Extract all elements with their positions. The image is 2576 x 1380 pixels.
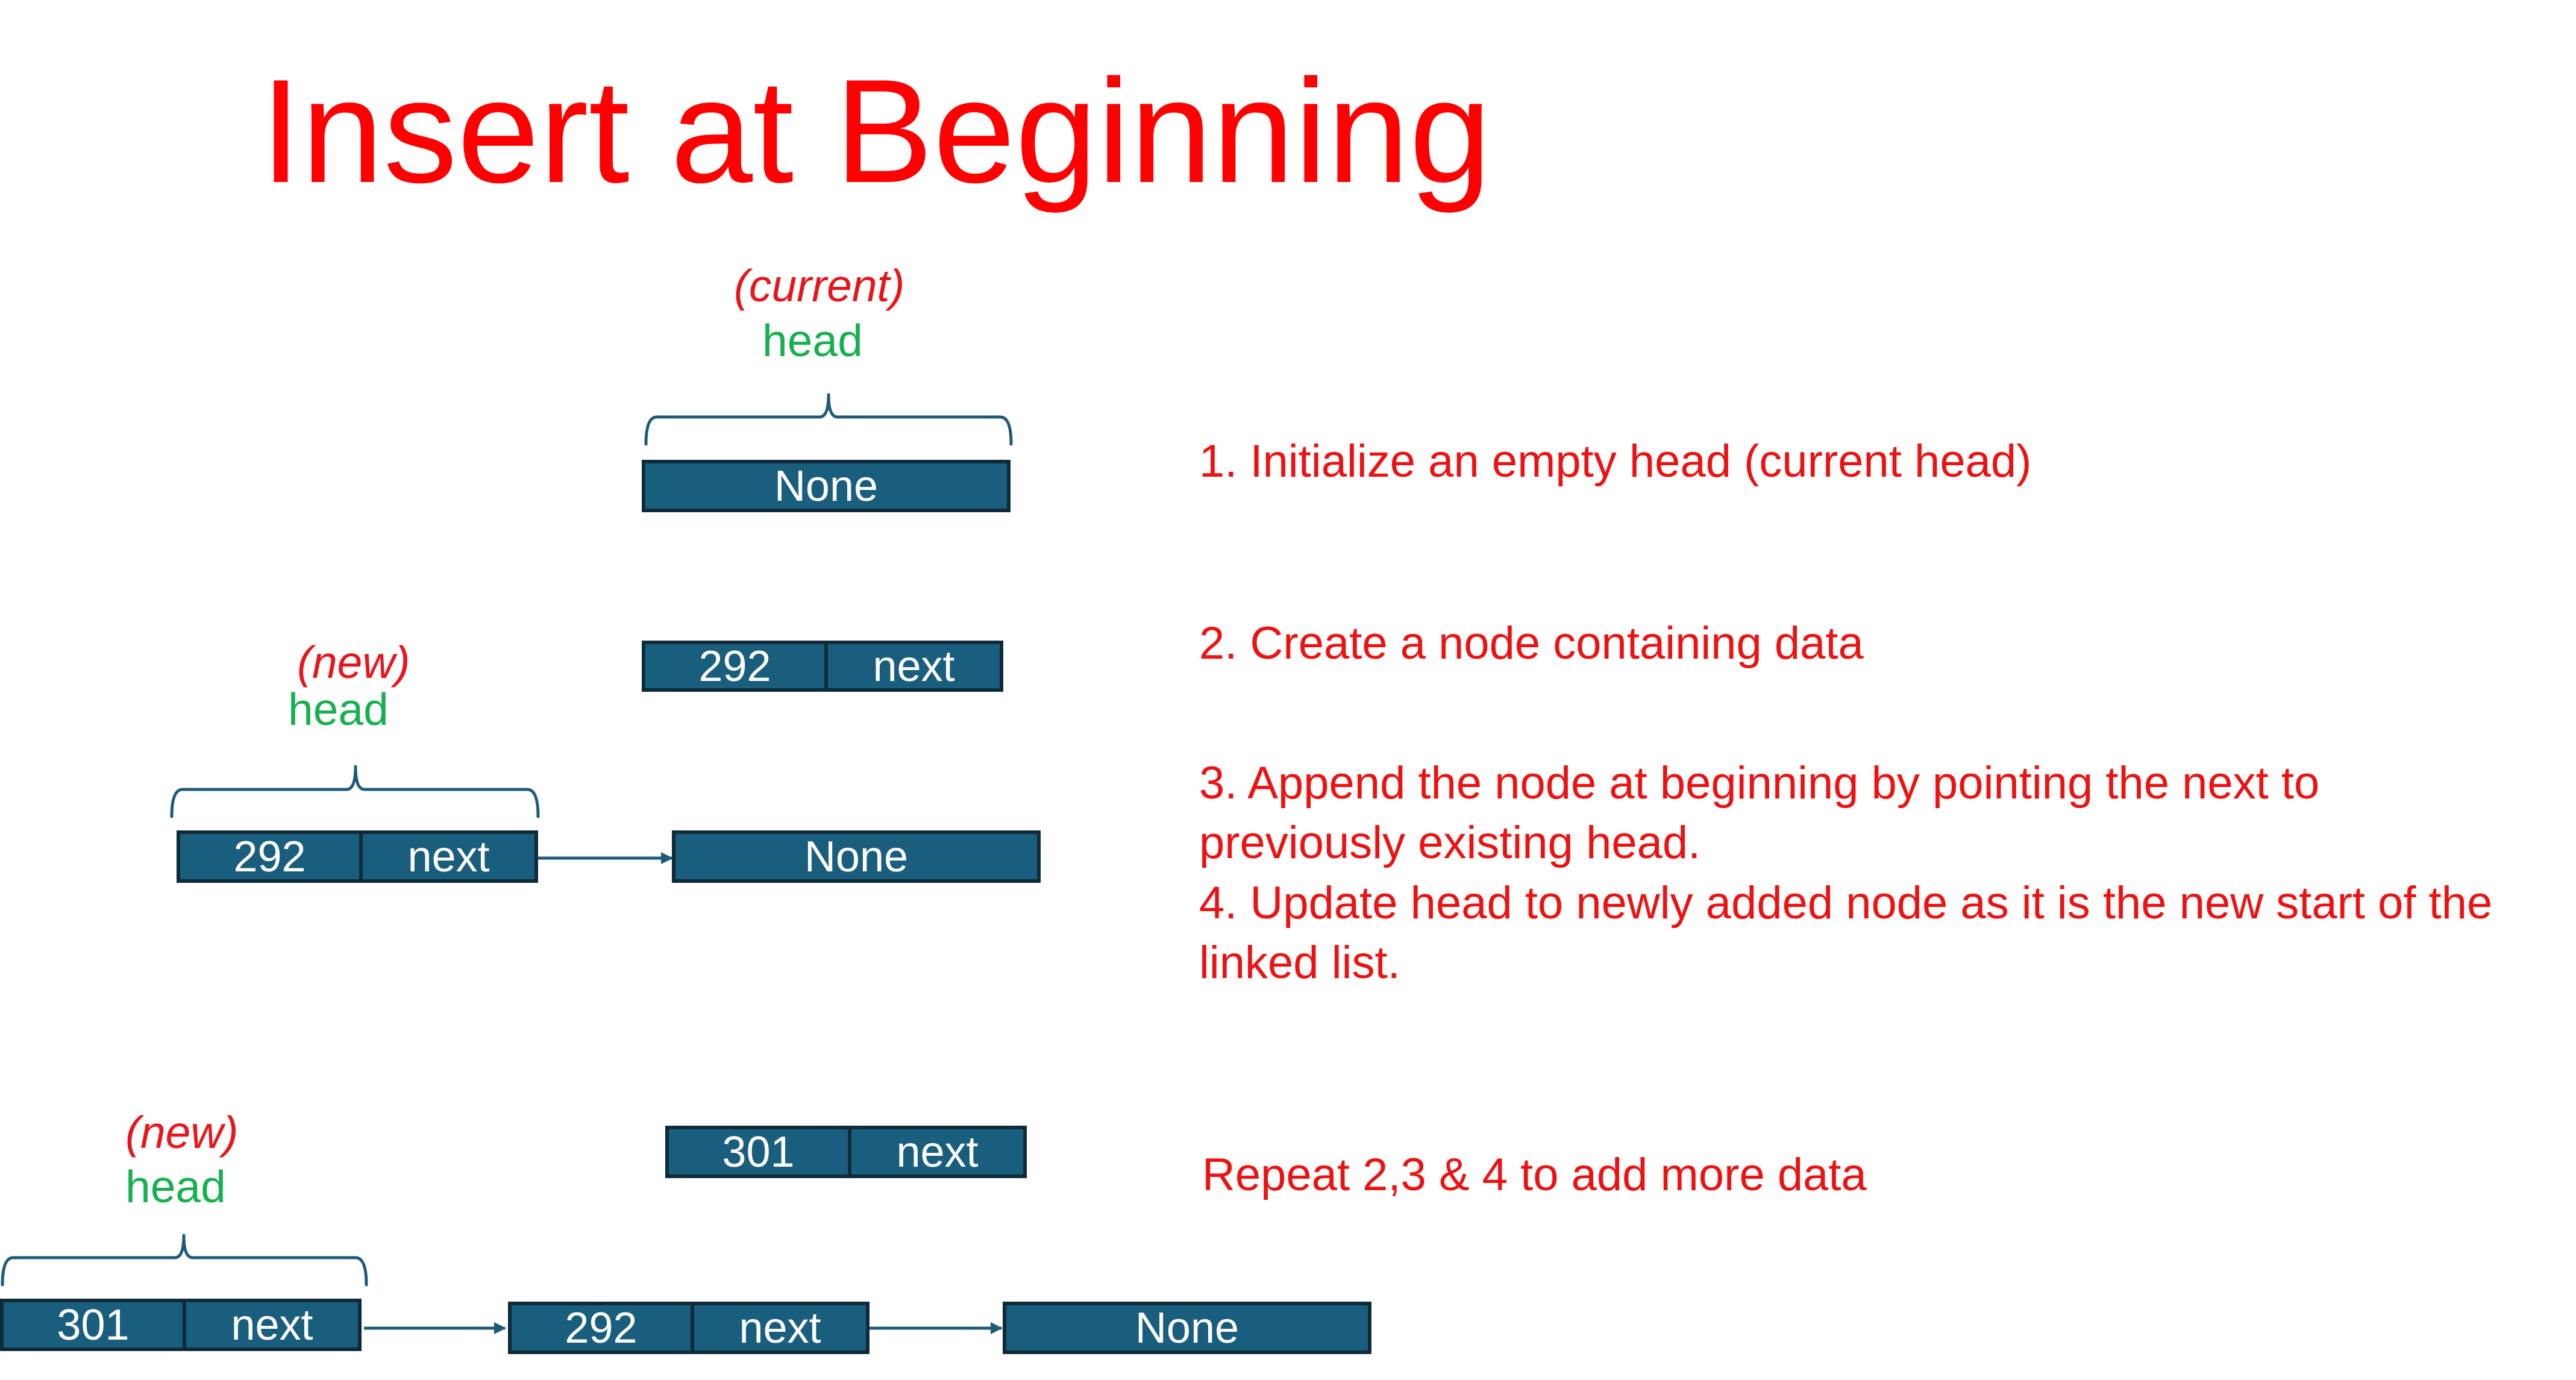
node-divider: [824, 644, 828, 688]
node-next-cell: next: [739, 1303, 821, 1352]
node-data-cell: 301: [722, 1128, 795, 1176]
none-node-2: None: [672, 830, 1041, 883]
node-divider: [359, 834, 363, 879]
none-value: None: [774, 462, 879, 510]
page-title: Insert at Beginning: [260, 48, 1492, 213]
none-value: None: [804, 832, 909, 881]
new-tag-label-1: (new): [297, 637, 410, 688]
new-tag-label-2: (new): [125, 1107, 239, 1158]
head-label-2: head: [288, 684, 389, 735]
none-value: None: [1135, 1303, 1239, 1352]
node-data-cell: 301: [57, 1300, 130, 1349]
step-2-text: 2. Create a node containing data: [1199, 618, 1864, 669]
step-3-line-2: previously existing head.: [1199, 817, 1701, 868]
current-tag-label: (current): [734, 260, 905, 311]
none-node-3: None: [1003, 1302, 1371, 1354]
node-data-cell: 292: [233, 832, 306, 881]
step-4-line-2: linked list.: [1199, 937, 1400, 988]
new-node-301: 301 next: [665, 1126, 1027, 1178]
head-label-3: head: [125, 1161, 226, 1212]
node-next-cell: next: [873, 642, 955, 691]
middle-node-292: 292 next: [508, 1302, 870, 1354]
head-brace-3: [1, 1234, 368, 1287]
repeat-text: Repeat 2,3 & 4 to add more data: [1202, 1149, 1867, 1200]
node-data-cell: 292: [698, 642, 771, 691]
step-3-line-1: 3. Append the node at beginning by point…: [1199, 757, 2320, 809]
empty-head-node: None: [642, 460, 1011, 512]
head-label-1: head: [762, 315, 863, 366]
head-brace-1: [644, 393, 1013, 446]
node-divider: [848, 1129, 851, 1175]
node-data-cell: 292: [565, 1303, 638, 1352]
step-1-text: 1. Initialize an empty head (current hea…: [1199, 436, 2032, 487]
head-node-301: 301 next: [0, 1299, 362, 1351]
node-next-cell: next: [896, 1128, 979, 1176]
step-4-line-1: 4. Update head to newly added node as it…: [1199, 877, 2493, 929]
new-node-292: 292 next: [642, 641, 1003, 692]
node-divider: [691, 1305, 694, 1350]
head-brace-2: [170, 765, 540, 818]
node-next-cell: next: [407, 832, 490, 881]
head-node-292: 292 next: [177, 830, 538, 883]
node-next-cell: next: [231, 1300, 313, 1349]
node-divider: [183, 1302, 186, 1347]
